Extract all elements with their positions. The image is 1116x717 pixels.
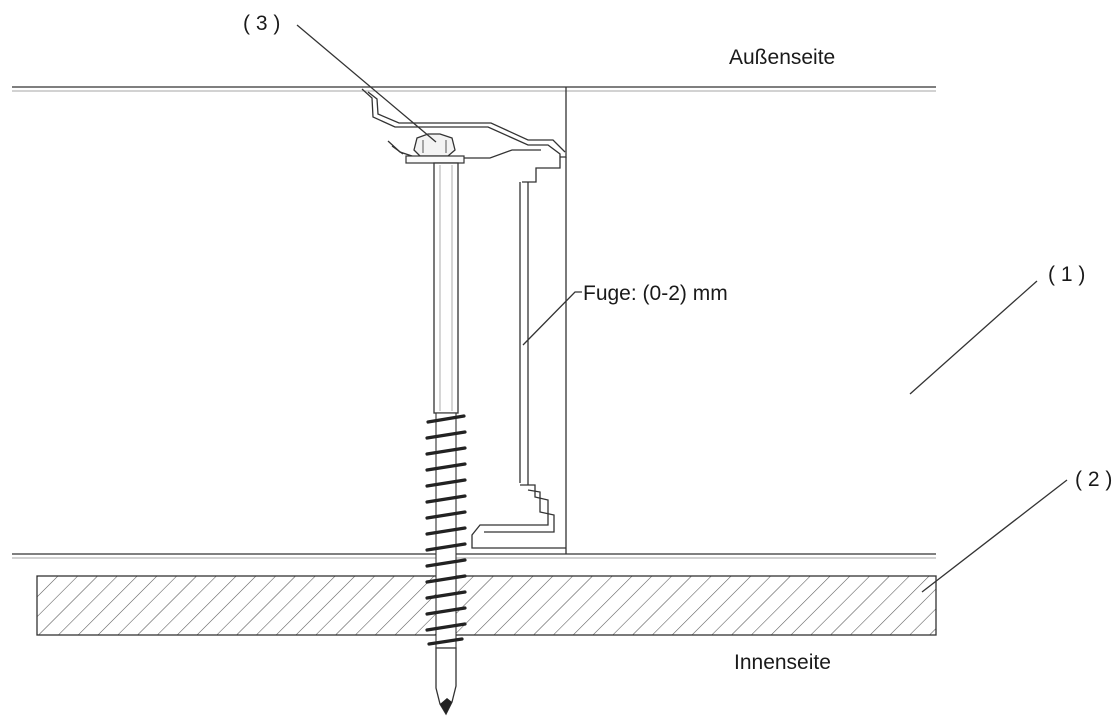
tongue-and-groove-joint (361, 87, 567, 554)
callout-2-substructure: ( 2 ) (1075, 468, 1113, 491)
leader-line-2 (921, 479, 1068, 593)
leader-line-1 (909, 280, 1038, 395)
label-outside: Außenseite (729, 46, 836, 69)
screw-shank (433, 162, 459, 414)
leader-lines (296, 24, 1068, 593)
label-joint-gap: Fuge: (0-2) mm (583, 282, 728, 305)
leader-line-joint (522, 291, 582, 346)
fastening-screw (405, 133, 467, 716)
sandwich-panel (12, 86, 936, 559)
label-inside: Innenseite (734, 651, 831, 674)
leader-line-3 (296, 24, 437, 143)
screw-head (413, 133, 456, 157)
substructure-hatched (36, 575, 937, 636)
screw-thread (425, 414, 467, 646)
callout-1-panel: ( 1 ) (1048, 263, 1086, 286)
callout-3-screw: ( 3 ) (243, 12, 281, 35)
screw-washer (405, 155, 465, 164)
